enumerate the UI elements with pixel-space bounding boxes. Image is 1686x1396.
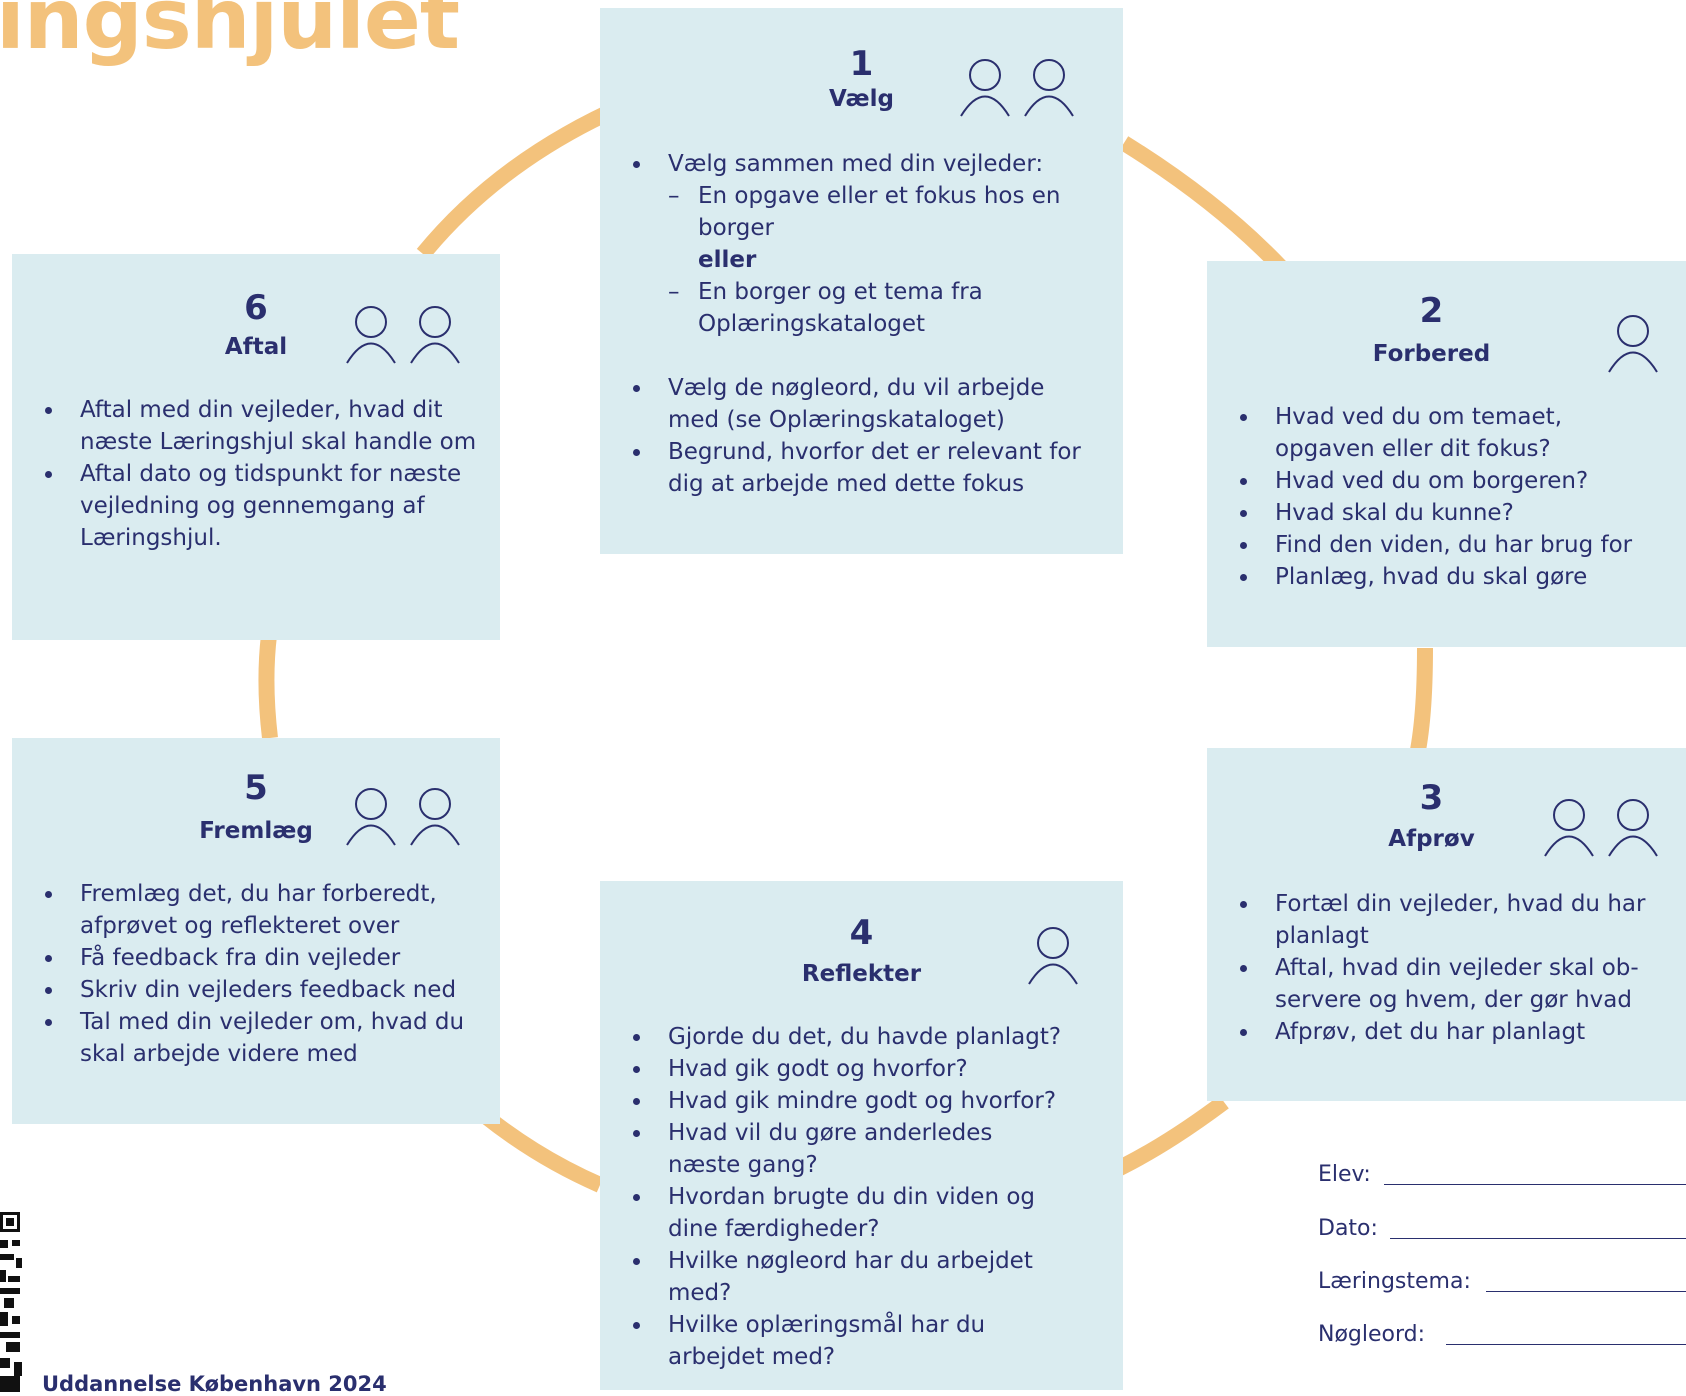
- step-box-1: 1 Vælg Vælg sammen med din vejleder: En …: [600, 8, 1123, 554]
- list-item: Vælg sammen med din vejleder: En opgave …: [630, 148, 1100, 372]
- dato-field[interactable]: [1390, 1238, 1686, 1239]
- step-number: 4: [849, 913, 874, 953]
- list-item: Fremlæg det, du har forberedt, afprøvet …: [42, 878, 492, 942]
- step-label: Forbered: [1372, 341, 1491, 367]
- list-item: Hvad skal du kunne?: [1237, 497, 1657, 529]
- list-item: Begrund, hvorfor det er relevant for dig…: [630, 436, 1100, 500]
- list-item: Vælg de nøgleord, du vil arbejde med (se…: [630, 372, 1100, 436]
- list-item: Hvad vil du gøre anderledes næste gang?: [630, 1117, 1070, 1181]
- step-label: Fremlæg: [199, 818, 313, 844]
- step-label: Reflekter: [801, 961, 922, 987]
- list-item: Hvad gik godt og hvorfor?: [630, 1053, 1070, 1085]
- two-people-icon: [1544, 799, 1658, 857]
- arrow-2-to-3: [1408, 647, 1433, 762]
- step-number: 6: [244, 288, 268, 328]
- list-item: Fortæl din vejleder, hvad du har planlag…: [1237, 888, 1657, 952]
- sub-item: En opgave eller et fokus hos en borger: [668, 180, 1100, 244]
- list-item: Aftal med din vejleder, hvad dit næste L…: [42, 394, 482, 458]
- list-item: Aftal, hvad din vejleder skal ob­servere…: [1237, 952, 1657, 1016]
- elev-field[interactable]: [1384, 1184, 1686, 1185]
- step-label: Afprøv: [1388, 826, 1475, 852]
- list-item: Hvad gik mindre godt og hvorfor?: [630, 1085, 1070, 1117]
- list-item: Planlæg, hvad du skal gøre: [1237, 561, 1657, 593]
- list-item: Find den viden, du har brug for: [1237, 529, 1657, 561]
- tema-field[interactable]: [1486, 1291, 1686, 1292]
- dato-label: Dato:: [1318, 1216, 1378, 1241]
- step-3-list: Fortæl din vejleder, hvad du har planlag…: [1237, 888, 1657, 1048]
- page-title: ingshjulet: [0, 0, 460, 68]
- step-5-list: Fremlæg det, du har forberedt, afprøvet …: [42, 878, 492, 1070]
- step-4-list: Gjorde du det, du havde planlagt? Hvad g…: [630, 1021, 1070, 1373]
- list-item: Aftal dato og tidspunkt for næste vejled…: [42, 458, 482, 554]
- tema-label: Læringstema:: [1318, 1269, 1471, 1294]
- person-icon: [1028, 927, 1078, 985]
- elev-label: Elev:: [1318, 1162, 1371, 1187]
- step-label: Vælg: [829, 86, 894, 112]
- two-people-icon: [960, 59, 1074, 117]
- step-box-2: 2 Forbered Hvad ved du om temaet, opgave…: [1207, 261, 1686, 647]
- footer-text: Uddannelse København 2024: [42, 1372, 387, 1396]
- step-number: 5: [244, 768, 268, 808]
- step-number: 3: [1419, 778, 1444, 818]
- step-6-list: Aftal med din vejleder, hvad dit næste L…: [42, 394, 482, 554]
- step-box-3: 3 Afprøv Fortæl din vejleder, hvad du ha…: [1207, 748, 1686, 1101]
- qr-code: [0, 1212, 22, 1392]
- step-box-4: 4 Reflekter Gjorde du det, du havde plan…: [600, 881, 1123, 1390]
- step-box-6: 6 Aftal Aftal med din vejleder, hvad dit…: [12, 254, 500, 640]
- list-item: Hvilke oplæringsmål har du arbejdet med?: [630, 1309, 1070, 1373]
- noegleord-field[interactable]: [1446, 1344, 1686, 1345]
- sub-item: En borger og et tema fra Oplæringskatalo…: [668, 276, 1100, 340]
- two-people-icon: [346, 788, 460, 846]
- step-number: 2: [1419, 291, 1444, 331]
- list-item: Hvilke nøgleord har du arbejdet med?: [630, 1245, 1070, 1309]
- arrow-6-to-1: [416, 97, 629, 260]
- step-1-list: Vælg sammen med din vejleder: En opgave …: [630, 148, 1100, 500]
- step-number: 1: [849, 44, 874, 84]
- connector-text: eller: [698, 247, 757, 273]
- list-item: Hvad ved du om borgeren?: [1237, 465, 1657, 497]
- two-people-icon: [346, 306, 460, 364]
- step-label: Aftal: [224, 334, 288, 360]
- list-item: Hvad ved du om temaet, opgaven eller dit…: [1237, 401, 1657, 465]
- list-item: Tal med din vejleder om, hvad du skal ar…: [42, 1006, 492, 1070]
- noegleord-label: Nøgleord:: [1318, 1322, 1426, 1347]
- list-item: Gjorde du det, du havde planlagt?: [630, 1021, 1070, 1053]
- list-item: Få feedback fra din vejleder: [42, 942, 492, 974]
- step-2-list: Hvad ved du om temaet, opgaven eller dit…: [1237, 401, 1657, 593]
- list-item: Hvordan brugte du din viden og dine færd…: [630, 1181, 1070, 1245]
- step-box-5: 5 Fremlæg Fremlæg det, du har forberedt,…: [12, 738, 500, 1124]
- list-item: Afprøv, det du har planlagt: [1237, 1016, 1657, 1048]
- list-item: Skriv din vejleders feedback ned: [42, 974, 492, 1006]
- person-icon: [1608, 315, 1658, 373]
